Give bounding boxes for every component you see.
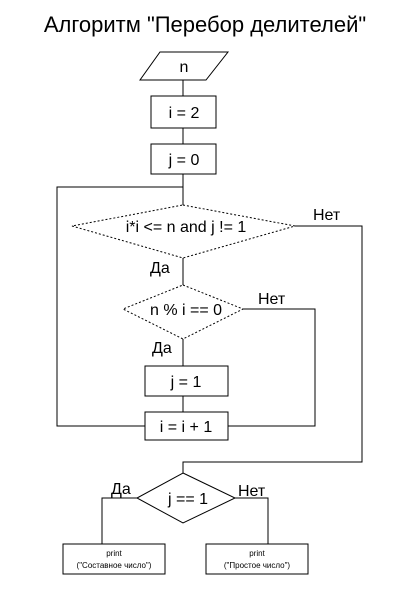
edge-loop-no [182,225,363,473]
init-j-label: j = 0 [168,152,200,169]
divisor-yes-label: Да [152,340,172,357]
loop-condition-node: i*i <= n and j != 1 [71,204,296,259]
loop-condition-diamond [71,204,296,259]
set-j-label: j = 1 [170,374,202,391]
print-prime-argument: ("Простое число") [224,561,291,570]
input-node: n [139,51,230,81]
init-j-box [150,143,217,175]
final-check-node: j == 1 [135,472,237,524]
final-yes-label: Да [111,481,131,498]
print-composite-argument: ("Составное число") [77,561,152,570]
edge-final-yes [101,497,137,544]
divisor-check-diamond [121,284,245,340]
edge-loop-back [56,186,183,427]
increment-i-label: i = i + 1 [160,419,213,436]
init-i-node: i = 2 [150,95,217,129]
loop-no-label: Нет [313,207,341,224]
print-composite-box [62,543,166,575]
divisor-check-node: n % i == 0 [121,284,245,340]
init-i-label: i = 2 [169,105,200,122]
print-composite-node: print ("Составное число") [62,543,166,575]
input-label: n [180,59,189,76]
loop-condition-label: i*i <= n and j != 1 [126,219,247,236]
init-i-box [150,95,217,129]
set-j-box [144,365,229,397]
input-parallelogram [139,51,230,81]
edge-divisor-no [228,308,316,427]
increment-i-box [144,411,229,441]
increment-i-node: i = i + 1 [144,411,229,441]
print-prime-node: print ("Простое число") [205,543,309,575]
loop-yes-label: Да [150,260,170,277]
print-prime-keyword: print [249,549,265,558]
connectors [56,80,363,544]
final-check-diamond [135,472,237,524]
diagram-title: Алгоритм "Перебор делителей" [44,12,366,37]
final-no-label: Нет [238,483,266,500]
divisor-check-label: n % i == 0 [150,302,222,319]
final-check-label: j == 1 [167,491,208,508]
set-j-node: j = 1 [144,365,229,397]
init-j-node: j = 0 [150,143,217,175]
print-prime-box [205,543,309,575]
print-composite-keyword: print [106,549,122,558]
edge-final-no [235,497,269,544]
divisor-no-label: Нет [258,291,286,308]
